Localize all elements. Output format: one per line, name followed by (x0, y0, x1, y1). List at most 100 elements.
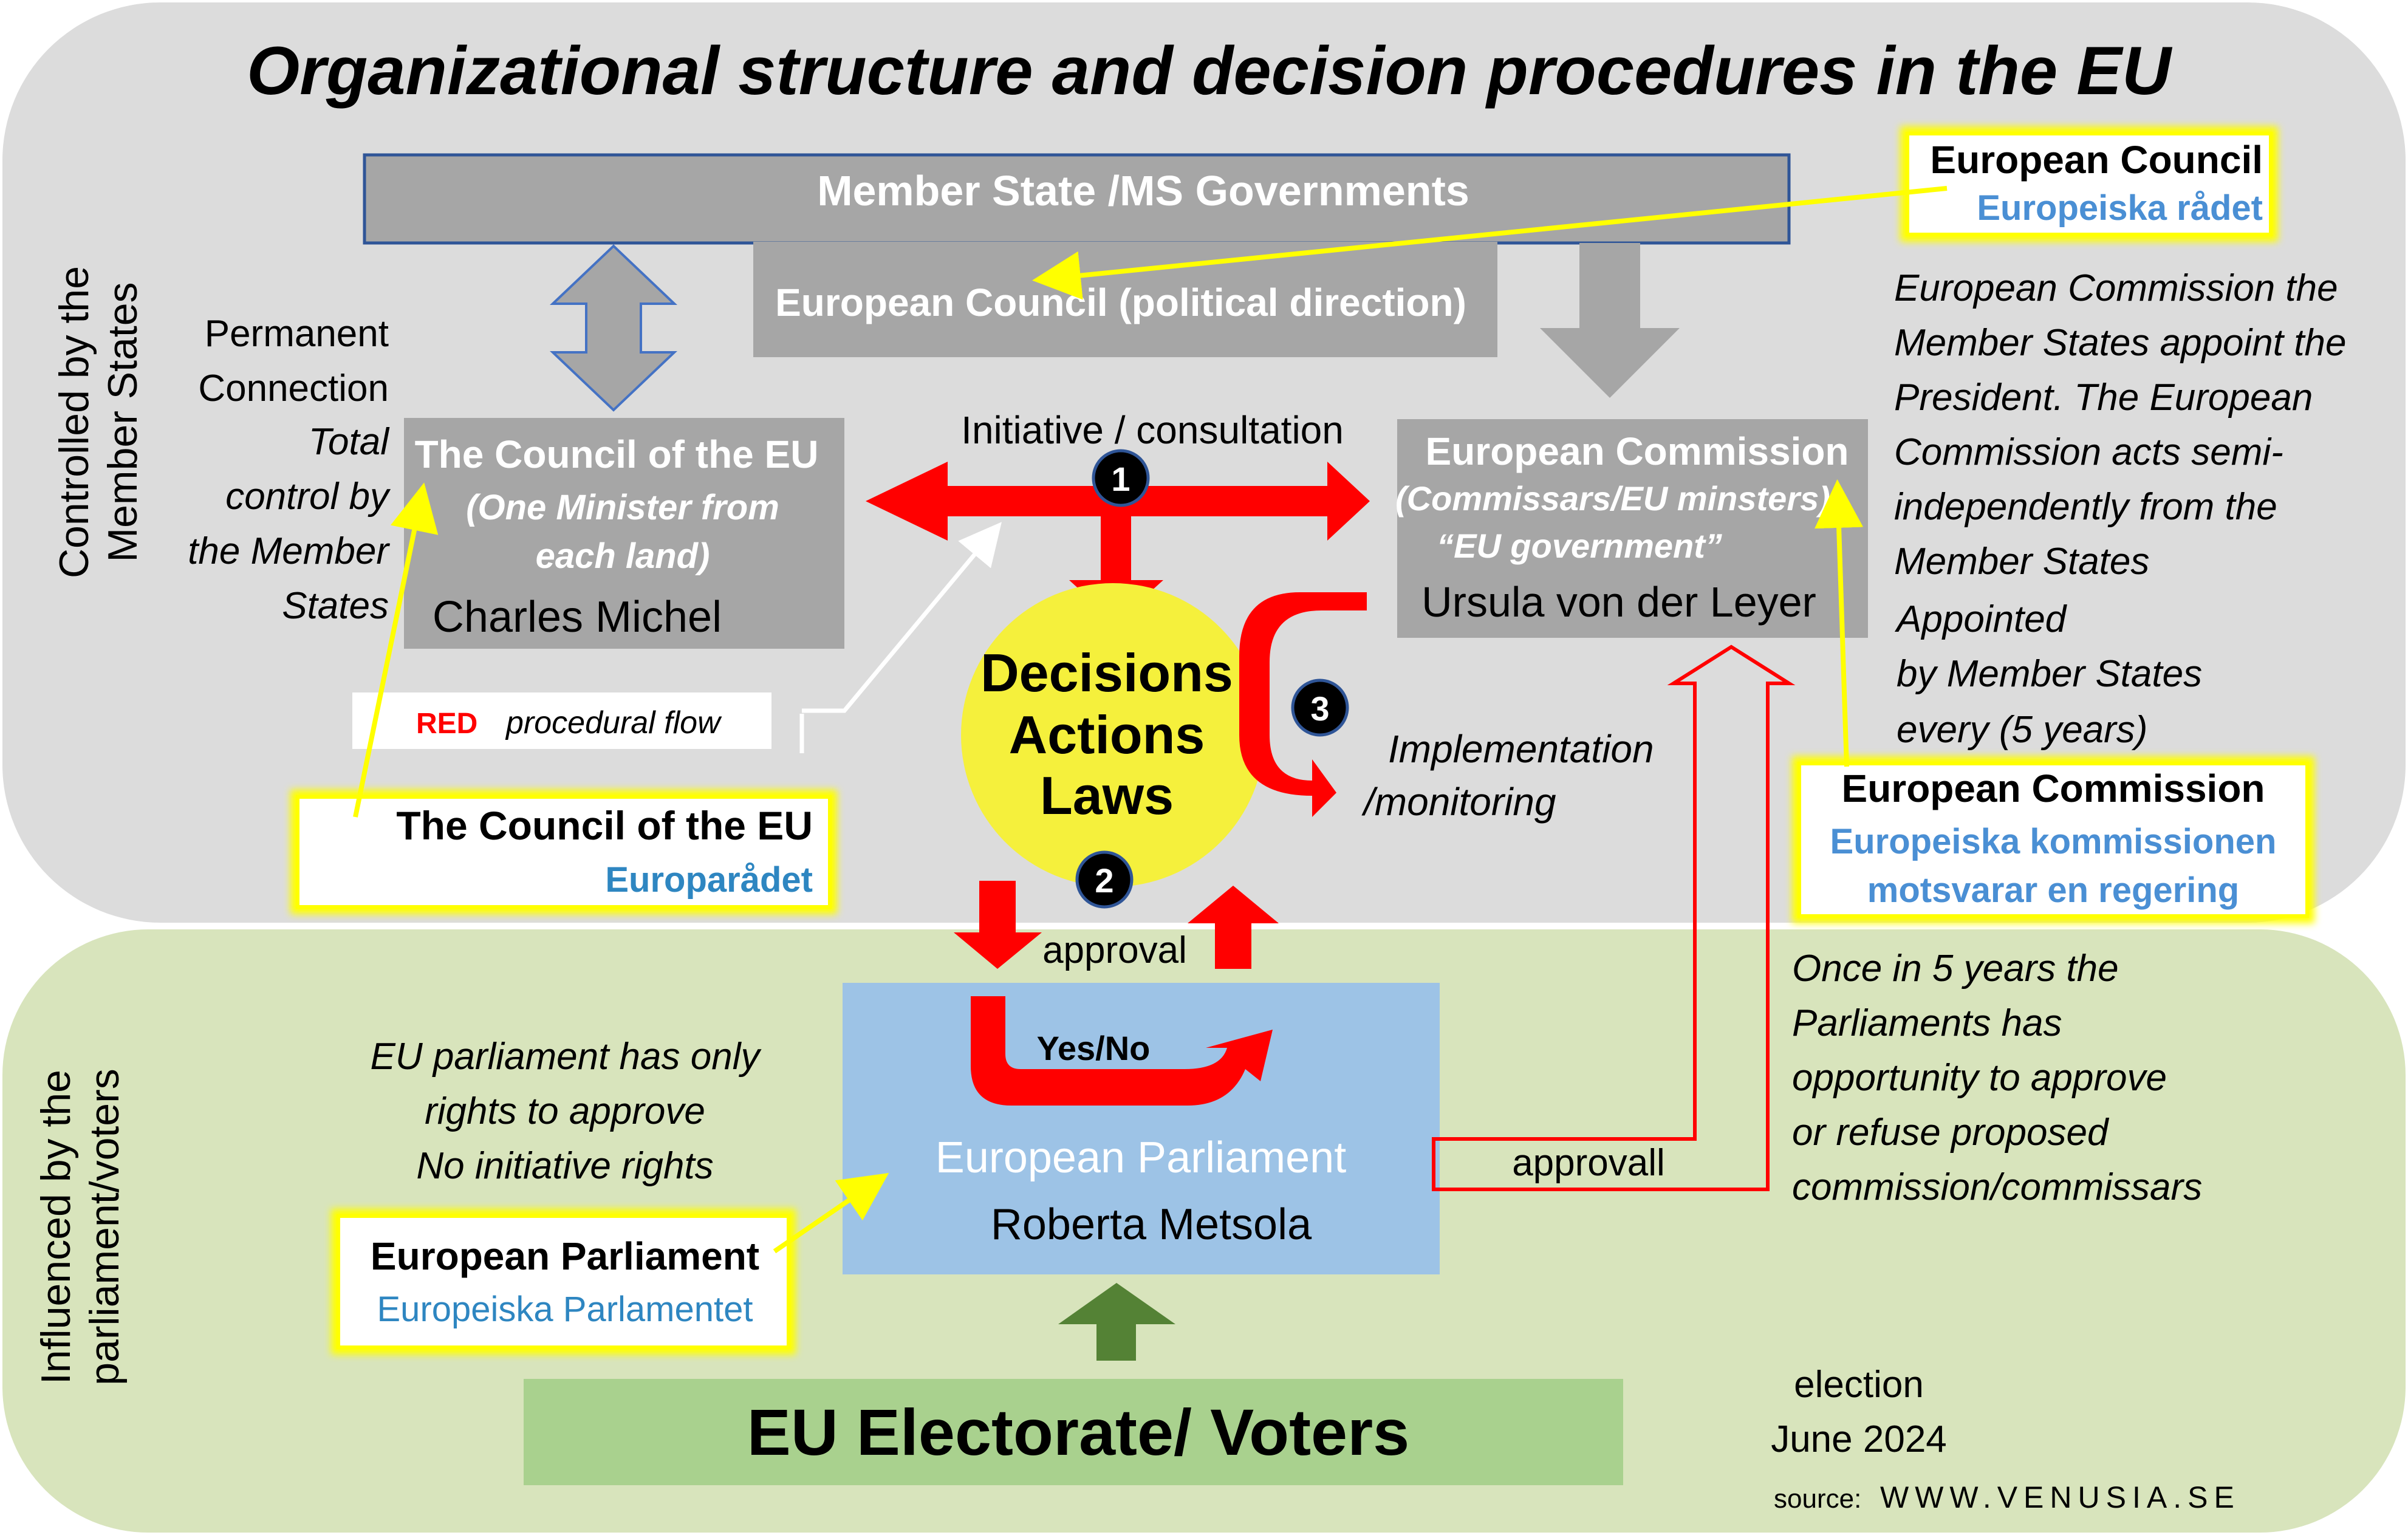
council-of-eu-title: The Council of the EU (415, 432, 819, 476)
parliament-person: Roberta Metsola (991, 1200, 1312, 1249)
legend-red: RED (416, 708, 477, 740)
source-site: WWW.VENUSIA.SE (1880, 1480, 2240, 1514)
voters-up-arrow (1058, 1283, 1175, 1361)
svg-text:Commission acts semi-: Commission acts semi- (1894, 431, 2283, 473)
svg-text:Controlled by the: Controlled by the (51, 266, 97, 578)
council-of-eu-sub1: (One Minister from (466, 488, 779, 527)
five-years-note: Once in 5 years the Parliaments has oppo… (1792, 948, 2202, 1208)
callout-european-council-sv: Europeiska rådet (1977, 188, 2263, 228)
svg-text:rights to approve: rights to approve (425, 1090, 705, 1132)
callout-european-council-en: European Council (1930, 138, 2263, 182)
callout-council (296, 795, 832, 909)
parliament-note: EU parliament has only rights to approve… (371, 1036, 762, 1187)
callout-commission-sv-2: motsvarar en regering (1867, 870, 2239, 910)
svg-text:3: 3 (1310, 689, 1329, 728)
svg-text:opportunity to approve: opportunity to approve (1792, 1057, 2167, 1099)
member-states-label: Member State /MS Governments (817, 167, 1469, 214)
commission-sub1: (Commissars/EU minsters) (1395, 479, 1830, 518)
commission-box (1397, 419, 1868, 638)
initiative-label: Initiative / consultation (961, 408, 1344, 452)
implementation-label-1: Implementation (1388, 727, 1654, 771)
callout-european-council (1906, 132, 2273, 236)
commission-title: European Commission (1426, 429, 1849, 473)
svg-text:1: 1 (1111, 460, 1130, 498)
svg-text:control by: control by (225, 476, 391, 518)
svg-text:EU parliament has only: EU parliament has only (371, 1036, 762, 1078)
parliament-box (843, 983, 1440, 1274)
svg-text:Parliaments has: Parliaments has (1792, 1002, 2062, 1044)
yes-no-label: Yes/No (1037, 1029, 1151, 1067)
callout-european-council-pointer (1032, 186, 1948, 300)
implementation-label-2: /monitoring (1361, 780, 1556, 824)
step-2-marker: 2 (1075, 850, 1134, 909)
european-council-label: European Council (political direction) (775, 281, 1466, 324)
actions-label: Actions (1009, 705, 1205, 765)
source-label: source: (1774, 1484, 1861, 1514)
step-1-marker: 1 (1092, 449, 1150, 507)
svg-text:States: States (282, 585, 389, 627)
european-council-box (753, 242, 1497, 357)
svg-text:by Member States: by Member States (1897, 653, 2202, 695)
svg-text:Influenced by the: Influenced by the (33, 1070, 79, 1384)
approval-down-arrow (954, 881, 1042, 969)
decisions-label: Decisions (980, 643, 1233, 703)
callout-commission-en: European Commission (1842, 767, 2265, 810)
svg-text:President. The European: President. The European (1894, 377, 2313, 419)
approvall-arrow (1432, 644, 1796, 1191)
legend-text: procedural flow (505, 705, 722, 740)
svg-text:Member States: Member States (1894, 541, 2149, 583)
callout-council-en: The Council of the EU (396, 803, 813, 848)
svg-text:Appointed: Appointed (1894, 598, 2068, 640)
zone-label-parliament: Influenced by the parliament/voters (33, 1068, 128, 1386)
approval-label: approval (1042, 929, 1187, 971)
svg-text:Member States: Member States (100, 282, 146, 562)
callout-parliament-en: European Parliament (371, 1234, 759, 1278)
legend-pointer-line (799, 528, 996, 753)
electorate-bar (524, 1379, 1623, 1485)
council-of-eu-person: Charles Michel (433, 593, 722, 641)
svg-text:independently from the: independently from the (1894, 486, 2277, 528)
svg-text:commission/commissars: commission/commissars (1792, 1166, 2202, 1208)
commission-sub2: “EU government” (1437, 527, 1722, 565)
svg-text:or refuse proposed: or refuse proposed (1792, 1112, 2110, 1154)
svg-text:parliament/voters: parliament/voters (81, 1068, 128, 1386)
callout-council-pointer (353, 482, 439, 818)
step-3-marker: 3 (1291, 679, 1349, 737)
permanent-connection-text: Permanent Connection Total control by th… (188, 313, 391, 627)
commission-person: Ursula von der Leyer (1421, 578, 1816, 626)
approval-up-arrow (1188, 886, 1279, 969)
zone-label-member-states: Controlled by the Member States (51, 266, 146, 578)
decisions-circle (961, 583, 1265, 887)
svg-text:Member States appoint the: Member States appoint the (1894, 322, 2346, 364)
commission-note: European Commission the Member States ap… (1894, 267, 2346, 751)
council-of-eu-box (404, 418, 844, 649)
yes-no-arrow (971, 996, 1273, 1106)
council-of-eu-sub2: each land) (536, 536, 710, 576)
permanent-connection-arrow (549, 244, 678, 412)
laws-label: Laws (1040, 765, 1174, 826)
callout-council-sv: Europarådet (605, 860, 813, 900)
implementation-arrow (1239, 592, 1367, 817)
callout-commission (1797, 762, 2309, 918)
svg-text:European Commission the: European Commission the (1894, 267, 2338, 309)
legend-box (352, 692, 771, 749)
svg-text:Once in 5 years the: Once in 5 years the (1792, 948, 2119, 990)
svg-text:Permanent: Permanent (205, 313, 389, 355)
callout-parliament-sv: Europeiska Parlamentet (377, 1290, 753, 1329)
callout-parliament (337, 1214, 790, 1349)
svg-text:Total: Total (309, 421, 390, 463)
svg-text:every (5 years): every (5 years) (1897, 709, 2147, 751)
election-label: election (1794, 1364, 1924, 1406)
callout-parliament-pointer (773, 1172, 889, 1254)
callout-commission-pointer (1815, 479, 1864, 767)
svg-text:2: 2 (1095, 861, 1113, 900)
member-states-to-commission-arrow (1540, 243, 1680, 398)
svg-text:Connection: Connection (198, 368, 389, 409)
approvall-label: approvall (1512, 1142, 1665, 1184)
page-title: Organizational structure and decision pr… (247, 33, 2173, 109)
callout-commission-sv-1: Europeiska kommissionen (1830, 822, 2277, 861)
svg-text:No initiative rights: No initiative rights (416, 1145, 713, 1187)
parliament-title: European Parliament (935, 1133, 1346, 1182)
